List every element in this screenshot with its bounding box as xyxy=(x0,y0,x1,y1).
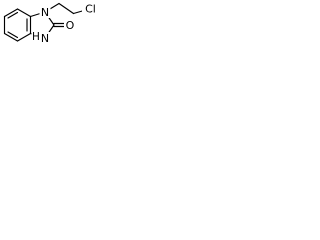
bond-c3a-c4 xyxy=(16,8,32,18)
mask-chlorine xyxy=(82,2,99,15)
atom-n3-label: N xyxy=(41,32,49,45)
atom-oxygen-label: O xyxy=(66,19,75,32)
chloroethyl-chain xyxy=(44,2,89,15)
mask-h3 xyxy=(31,31,40,43)
atom-n1-label: N xyxy=(41,6,49,19)
bond-ca-cb xyxy=(58,2,75,15)
bond-inner-c4-c5 xyxy=(7,11,19,19)
bond-c7-c7a xyxy=(16,32,32,42)
structure-diagram: N N H O Cl xyxy=(3,2,99,45)
mask-oxygen xyxy=(64,19,76,31)
mask-n3 xyxy=(39,32,51,44)
bond-c4-c5 xyxy=(3,8,19,18)
atom-chlorine-label: Cl xyxy=(85,2,96,15)
benzene-ring xyxy=(3,8,32,42)
bond-inner-c6-c7 xyxy=(7,31,19,39)
atom-h3-label: H xyxy=(32,31,40,43)
mask-n1 xyxy=(39,6,51,18)
bond-c6-c7 xyxy=(3,32,19,42)
